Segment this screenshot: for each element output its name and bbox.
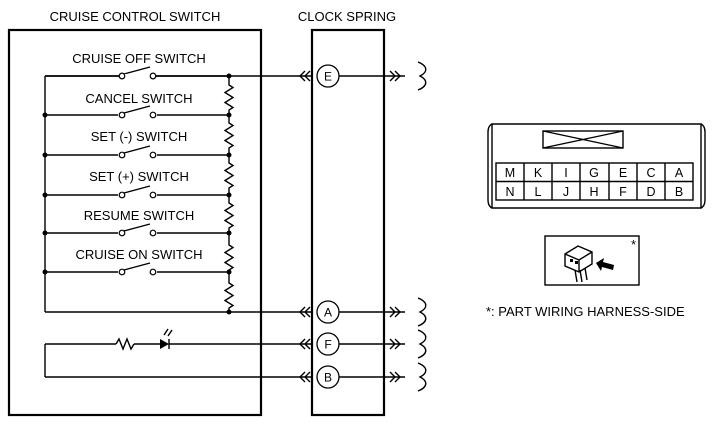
cruise-control-switch-title: CRUISE CONTROL SWITCH	[50, 9, 221, 24]
pin-g: G	[589, 166, 599, 180]
svg-text:B: B	[324, 371, 332, 385]
svg-text:A: A	[324, 306, 332, 320]
clock-spring-title: CLOCK SPRING	[298, 9, 396, 24]
set-minus-switch-label: SET (-) SWITCH	[91, 129, 188, 144]
connector-face: M K I G E C A N L J H F D B	[487, 123, 706, 209]
cruise-control-switch-box	[7, 28, 263, 417]
cancel-switch-label: CANCEL SWITCH	[85, 91, 192, 106]
switch-set-minus: SET (-) SWITCH	[42, 129, 232, 159]
footnote-text: *: PART WIRING HARNESS-SIDE	[486, 304, 685, 319]
switch-set-plus: SET (+) SWITCH	[42, 169, 232, 199]
pin-n: N	[505, 185, 514, 199]
switch-cruise-off: CRUISE OFF SWITCH	[72, 51, 206, 80]
pin-b: B	[675, 185, 683, 199]
pin-d: D	[646, 185, 655, 199]
pin-l: L	[535, 185, 542, 199]
right-wires	[339, 75, 405, 378]
clock-spring-box	[310, 28, 386, 417]
indicator-circuit	[44, 328, 313, 378]
resume-switch-label: RESUME SWITCH	[84, 208, 195, 223]
terminal-a: A	[316, 300, 340, 324]
pin-c: C	[646, 166, 655, 180]
left-chevrons	[299, 70, 311, 383]
switch-resume: RESUME SWITCH	[42, 208, 232, 237]
svg-text:F: F	[324, 338, 331, 352]
right-chevrons	[389, 70, 401, 383]
pin-h: H	[589, 185, 598, 199]
resistor-chain	[223, 76, 235, 312]
switch-cancel: CANCEL SWITCH	[42, 91, 232, 119]
switch-cruise-on: CRUISE ON SWITCH	[42, 247, 232, 276]
pin-k: K	[534, 166, 543, 180]
cruise-on-switch-label: CRUISE ON SWITCH	[75, 247, 202, 262]
harness-side-view-icon: *	[544, 235, 640, 286]
pin-e: E	[619, 166, 627, 180]
set-plus-switch-label: SET (+) SWITCH	[89, 169, 189, 184]
pin-i: I	[564, 166, 567, 180]
pin-m: M	[505, 166, 515, 180]
terminal-e: E	[316, 64, 340, 88]
led-icon	[160, 339, 169, 349]
terminal-f: F	[316, 332, 340, 356]
asterisk-mark: *	[631, 237, 636, 252]
wire-break-marks	[417, 61, 427, 392]
arrow-icon	[596, 258, 614, 271]
cruise-off-switch-label: CRUISE OFF SWITCH	[72, 51, 206, 66]
terminal-b: B	[316, 365, 340, 389]
pin-f: F	[619, 185, 627, 199]
pin-a: A	[675, 166, 684, 180]
svg-text:E: E	[324, 70, 332, 84]
connector-latch	[542, 130, 624, 149]
pin-j: J	[563, 185, 569, 199]
